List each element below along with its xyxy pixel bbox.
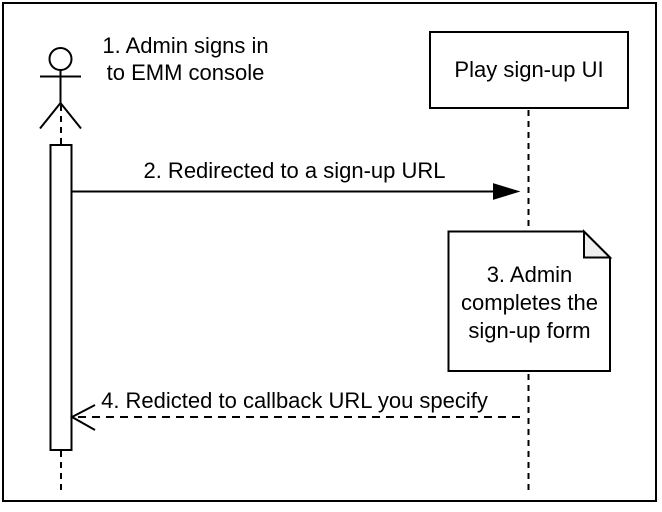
note-label: 3. Admin completes the sign-up form xyxy=(461,262,598,343)
message-1-annotation: 1. Admin signs in to EMM console xyxy=(102,33,269,85)
message-2-arrow xyxy=(72,183,521,200)
actor-leg-left xyxy=(39,102,62,130)
message-2-label: 2. Redirected to a sign-up URL xyxy=(143,158,446,183)
actor-leg-right xyxy=(59,102,82,130)
note-fold-icon xyxy=(583,229,613,259)
participant-box: Play sign-up UI xyxy=(429,31,629,109)
participant-label: Play sign-up UI xyxy=(454,57,604,82)
note-shape xyxy=(447,229,613,372)
arrowhead-filled-icon xyxy=(493,183,521,200)
actor-activation-bar xyxy=(49,144,73,451)
actor-figure xyxy=(39,47,82,130)
note-body xyxy=(447,230,611,372)
arrowhead-open-icon xyxy=(69,404,96,431)
diagram-border xyxy=(2,2,657,502)
message-4-label: 4. Redicted to callback URL you specify xyxy=(101,388,488,413)
message-4-arrow xyxy=(69,404,524,431)
actor-head xyxy=(48,47,73,71)
